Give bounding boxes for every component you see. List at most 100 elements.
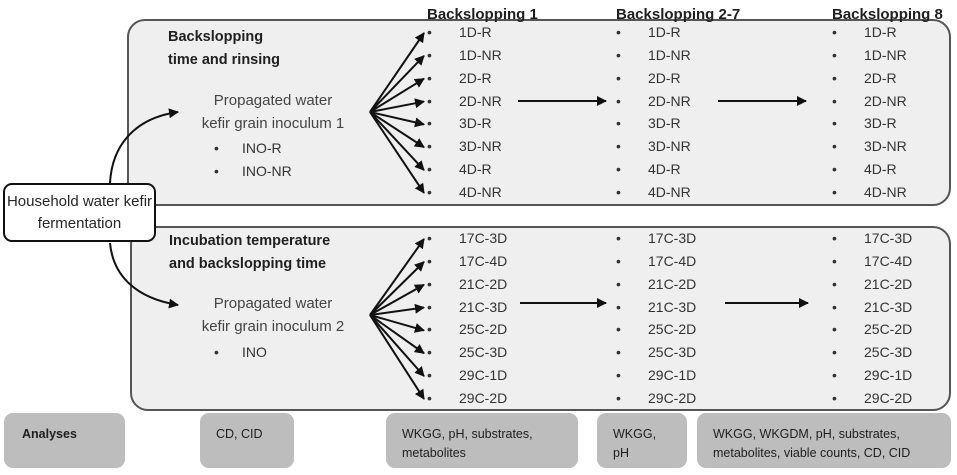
section-title-bottom-line-2: and backslopping time	[169, 256, 327, 272]
treatment-item: 29C-2D	[616, 387, 696, 410]
header-backslopping-1: Backslopping 1	[427, 6, 538, 23]
treatment-item: 2D-R	[427, 67, 502, 90]
source-box: Household water kefir fermentation	[3, 183, 156, 242]
treatments-top-b1: 1D-R 1D-NR 2D-R 2D-NR 3D-R 3D-NR 4D-R 4D…	[427, 21, 502, 204]
section-title-bottom-line-1: Incubation temperature	[169, 233, 331, 249]
treatment-item: 25C-2D	[427, 318, 507, 341]
analyses-b1-line-2: metabolites	[402, 446, 466, 460]
inoculum-1-line-1: Propagated water	[213, 92, 333, 109]
analyses-b1-line-1: WKGG, pH, substrates,	[402, 427, 533, 441]
treatment-item: 1D-NR	[616, 44, 691, 67]
treatment-item: 29C-1D	[427, 364, 507, 387]
treatments-bottom-b1: 17C-3D 17C-4D 21C-2D 21C-3D 25C-2D 25C-3…	[427, 227, 507, 410]
treatment-item: 1D-R	[832, 21, 907, 44]
analyses-backslopping-1: WKGG, pH, substrates, metabolites	[386, 413, 578, 468]
inoculum-2-item: INO	[214, 341, 267, 364]
treatment-item: 21C-3D	[832, 296, 912, 319]
analyses-b27-line-1: WKGG,	[613, 427, 657, 441]
treatment-item: 17C-4D	[427, 250, 507, 273]
treatment-item: 1D-NR	[832, 44, 907, 67]
treatment-item: 21C-3D	[427, 296, 507, 319]
fan-arrow	[369, 238, 425, 316]
treatment-item: 3D-R	[616, 112, 691, 135]
treatments-bottom-b8: 17C-3D 17C-4D 21C-2D 21C-3D 25C-2D 25C-3…	[832, 227, 912, 410]
arrow-source-to-inoculum-1	[109, 108, 179, 184]
treatment-item: 29C-1D	[832, 364, 912, 387]
fan-arrow	[369, 111, 425, 194]
fan-arrow	[369, 111, 425, 149]
treatment-item: 17C-4D	[616, 250, 696, 273]
treatment-item: 2D-NR	[427, 90, 502, 113]
fan-arrow	[369, 283, 425, 316]
section-title-top-line-2: time and rinsing	[168, 52, 280, 68]
analyses-b8-line-2: metabolites, viable counts, CD, CID	[713, 446, 911, 460]
treatment-item: 3D-NR	[832, 135, 907, 158]
inoculum-1-item: INO-NR	[214, 160, 292, 183]
treatment-item: 2D-R	[616, 67, 691, 90]
treatment-item: 3D-R	[427, 112, 502, 135]
treatment-item: 1D-NR	[427, 44, 502, 67]
inoculum-2-title: Propagated water kefir grain inoculum 2	[183, 292, 363, 338]
arrow-source-to-inoculum-2	[109, 242, 179, 309]
treatment-item: 2D-R	[832, 67, 907, 90]
inoculum-1-title: Propagated water kefir grain inoculum 1	[183, 89, 363, 135]
section-title-top-line-1: Backslopping	[168, 29, 264, 45]
fan-arrow	[369, 314, 425, 400]
fan-arrow	[369, 314, 425, 333]
treatment-item: 25C-2D	[616, 318, 696, 341]
section-title-top: Backslopping time and rinsing	[168, 26, 280, 72]
treatment-item: 29C-2D	[832, 387, 912, 410]
fan-arrow	[369, 314, 425, 355]
fan-arrow	[369, 111, 425, 171]
section-title-bottom: Incubation temperature and backslopping …	[169, 230, 330, 276]
treatment-item: 25C-3D	[616, 341, 696, 364]
analyses-b8-line-1: WKGG, WKGDM, pH, substrates,	[713, 427, 900, 441]
treatment-item: 4D-R	[427, 158, 502, 181]
treatment-item: 4D-NR	[427, 181, 502, 204]
fan-arrow	[369, 55, 425, 113]
analyses-inoculum: CD, CID	[200, 413, 294, 468]
treatment-item: 17C-4D	[832, 250, 912, 273]
treatments-top-b27: 1D-R 1D-NR 2D-R 2D-NR 3D-R 3D-NR 4D-R 4D…	[616, 21, 691, 204]
analyses-inoculum-line: CD, CID	[216, 427, 263, 441]
header-backslopping-8: Backslopping 8	[832, 6, 943, 23]
fan-arrow	[369, 98, 425, 113]
fan-arrow	[369, 32, 425, 113]
fan-arrows-top	[369, 32, 425, 194]
treatment-item: 17C-3D	[832, 227, 912, 250]
treatment-item: 17C-3D	[427, 227, 507, 250]
analyses-b27-line-2: pH	[613, 446, 629, 460]
inoculum-2-line-1: Propagated water	[213, 295, 333, 312]
treatment-item: 25C-3D	[427, 341, 507, 364]
treatment-item: 4D-R	[832, 158, 907, 181]
inoculum-2-line-2: kefir grain inoculum 2	[201, 318, 345, 335]
inoculum-1-list: INO-R INO-NR	[214, 137, 292, 183]
treatment-item: 3D-NR	[427, 135, 502, 158]
treatment-item: 3D-NR	[616, 135, 691, 158]
analyses-backslopping-2-7: WKGG, pH	[597, 413, 687, 468]
treatment-item: 25C-2D	[832, 318, 912, 341]
treatment-item: 29C-1D	[616, 364, 696, 387]
treatment-item: 4D-R	[616, 158, 691, 181]
treatment-item: 29C-2D	[427, 387, 507, 410]
fan-arrow	[369, 314, 425, 377]
treatment-item: 3D-R	[832, 112, 907, 135]
fan-arrows-bottom	[369, 238, 425, 400]
fan-arrow	[369, 303, 425, 316]
treatment-item: 1D-R	[427, 21, 502, 44]
fan-arrow	[369, 261, 425, 316]
treatment-item: 21C-2D	[616, 273, 696, 296]
analyses-backslopping-8: WKGG, WKGDM, pH, substrates, metabolites…	[697, 413, 951, 468]
treatment-item: 21C-3D	[616, 296, 696, 319]
treatment-item: 25C-3D	[832, 341, 912, 364]
fan-arrow	[369, 111, 425, 128]
treatment-item: 1D-R	[616, 21, 691, 44]
inoculum-1-line-2: kefir grain inoculum 1	[201, 115, 345, 132]
treatment-item: 4D-NR	[616, 181, 691, 204]
panel-incubation-temperature	[130, 226, 951, 411]
treatment-item: 2D-NR	[616, 90, 691, 113]
treatment-item: 21C-2D	[832, 273, 912, 296]
analyses-label: Analyses	[4, 413, 125, 468]
treatment-item: 2D-NR	[832, 90, 907, 113]
